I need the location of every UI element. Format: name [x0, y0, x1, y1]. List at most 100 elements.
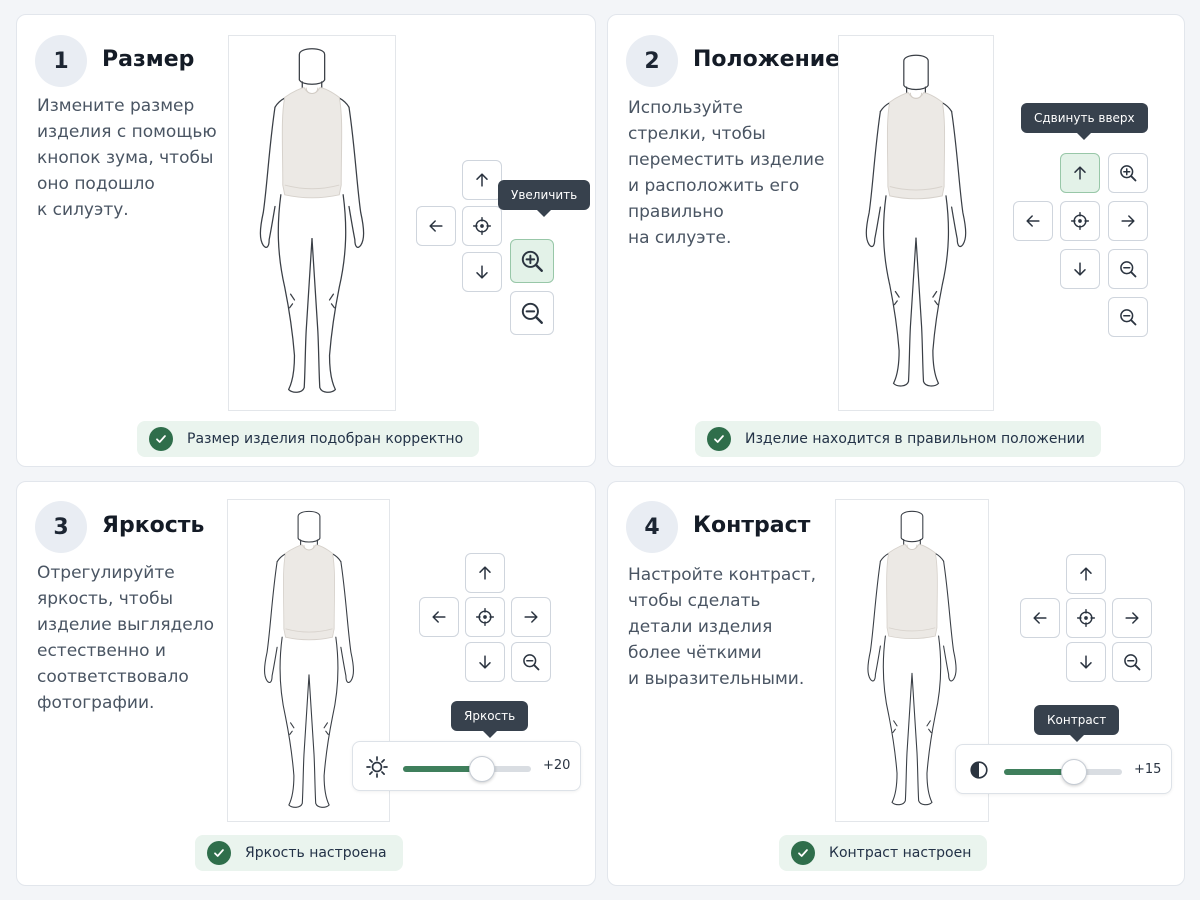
move-right-button[interactable]	[511, 597, 551, 637]
zoom-out-button[interactable]	[510, 291, 554, 335]
move-down-button[interactable]	[465, 642, 505, 682]
silhouette-image	[841, 39, 991, 409]
step-card-contrast: 4 Контраст Настройте контраст, чтобы сде…	[607, 481, 1185, 886]
zoom-out-button-secondary[interactable]	[1108, 297, 1148, 337]
check-icon	[791, 841, 815, 865]
crosshair-icon	[1070, 211, 1090, 231]
zoom-in-button[interactable]	[510, 239, 554, 283]
step-title: Положение	[693, 47, 841, 72]
silhouette-image	[232, 39, 392, 409]
step-card-brightness: 3 Яркость Отрегулируйте яркость, чтобы и…	[16, 481, 596, 886]
status-text: Размер изделия подобран корректно	[187, 431, 464, 447]
zoom-out-icon	[1122, 652, 1142, 672]
arrow-left-icon	[1023, 211, 1043, 231]
step-card-position: 2 Положение Используйте стрелки, чтобы п…	[607, 14, 1185, 467]
arrow-up-icon	[472, 170, 492, 190]
step-title: Контраст	[693, 513, 811, 538]
arrow-left-icon	[1030, 608, 1050, 628]
arrow-down-icon	[475, 652, 495, 672]
step-title: Яркость	[102, 513, 205, 538]
move-up-button[interactable]	[1066, 554, 1106, 594]
brightness-slider[interactable]	[403, 756, 531, 782]
arrow-up-icon	[1076, 564, 1096, 584]
contrast-slider[interactable]	[1004, 759, 1122, 785]
step-number: 4	[626, 501, 678, 553]
step-description: Используйте стрелки, чтобы переместить и…	[628, 98, 825, 248]
step-description: Измените размер изделия с помощью кнопок…	[37, 96, 217, 220]
status-badge: Изделие находится в правильном положении	[695, 421, 1101, 457]
zoom-out-icon	[1118, 307, 1138, 327]
slider-handle[interactable]	[469, 756, 496, 782]
arrow-down-icon	[1070, 259, 1090, 279]
status-badge: Яркость настроена	[195, 835, 403, 871]
crosshair-icon	[1076, 608, 1096, 628]
move-up-button[interactable]	[1060, 153, 1100, 193]
zoom-in-tooltip: Увеличить	[498, 180, 591, 217]
check-icon	[149, 427, 173, 451]
garment-preview	[838, 35, 994, 411]
crosshair-icon	[472, 216, 492, 236]
zoom-in-icon	[519, 248, 545, 274]
zoom-in-button[interactable]	[1108, 153, 1148, 193]
move-left-button[interactable]	[1013, 201, 1053, 241]
contrast-control: +15	[955, 744, 1172, 794]
step-number: 1	[35, 35, 87, 87]
zoom-in-icon	[1118, 163, 1138, 183]
check-icon	[207, 841, 231, 865]
zoom-out-button[interactable]	[511, 642, 551, 682]
zoom-out-icon	[519, 300, 545, 326]
zoom-out-button[interactable]	[1108, 249, 1148, 289]
step-number: 3	[35, 501, 87, 553]
move-left-button[interactable]	[1020, 598, 1060, 638]
status-text: Изделие находится в правильном положении	[745, 431, 1085, 447]
center-button[interactable]	[462, 206, 502, 246]
move-down-button[interactable]	[1060, 249, 1100, 289]
move-up-tooltip: Сдвинуть вверх	[1021, 103, 1148, 140]
brightness-value: +20	[543, 758, 571, 773]
arrow-down-icon	[1076, 652, 1096, 672]
contrast-icon	[968, 759, 990, 781]
arrow-right-icon	[521, 607, 541, 627]
status-text: Яркость настроена	[245, 845, 387, 861]
step-title: Размер	[102, 47, 195, 72]
arrow-up-icon	[475, 563, 495, 583]
move-left-button[interactable]	[419, 597, 459, 637]
center-button[interactable]	[1066, 598, 1106, 638]
zoom-out-icon	[1118, 259, 1138, 279]
move-left-button[interactable]	[416, 206, 456, 246]
slider-fill	[403, 766, 483, 772]
slider-handle[interactable]	[1060, 759, 1087, 785]
arrow-left-icon	[429, 607, 449, 627]
move-right-button[interactable]	[1108, 201, 1148, 241]
center-button[interactable]	[1060, 201, 1100, 241]
garment-preview	[228, 35, 396, 411]
zoom-out-icon	[521, 652, 541, 672]
check-icon	[707, 427, 731, 451]
slider-fill	[1004, 769, 1074, 775]
move-down-button[interactable]	[1066, 642, 1106, 682]
brightness-control: +20	[352, 741, 581, 791]
brightness-tooltip: Яркость	[451, 701, 529, 738]
contrast-value: +15	[1134, 762, 1162, 777]
step-card-size: 1 Размер Измените размер изделия с помощ…	[16, 14, 596, 467]
sun-icon	[365, 755, 389, 779]
arrow-down-icon	[472, 262, 492, 282]
arrow-left-icon	[426, 216, 446, 236]
move-up-button[interactable]	[465, 553, 505, 593]
status-badge: Контраст настроен	[779, 835, 988, 871]
contrast-tooltip: Контраст	[1034, 705, 1120, 742]
step-description: Отрегулируйте яркость, чтобы изделие выг…	[37, 563, 215, 713]
arrow-up-icon	[1070, 163, 1090, 183]
arrow-right-icon	[1118, 211, 1138, 231]
zoom-out-button[interactable]	[1112, 642, 1152, 682]
step-description: Настройте контраст, чтобы сделать детали…	[628, 565, 817, 689]
crosshair-icon	[475, 607, 495, 627]
move-right-button[interactable]	[1112, 598, 1152, 638]
move-up-button[interactable]	[462, 160, 502, 200]
arrow-right-icon	[1122, 608, 1142, 628]
status-text: Контраст настроен	[829, 845, 972, 861]
status-badge: Размер изделия подобран корректно	[137, 421, 480, 457]
move-down-button[interactable]	[462, 252, 502, 292]
center-button[interactable]	[465, 597, 505, 637]
step-number: 2	[626, 35, 678, 87]
